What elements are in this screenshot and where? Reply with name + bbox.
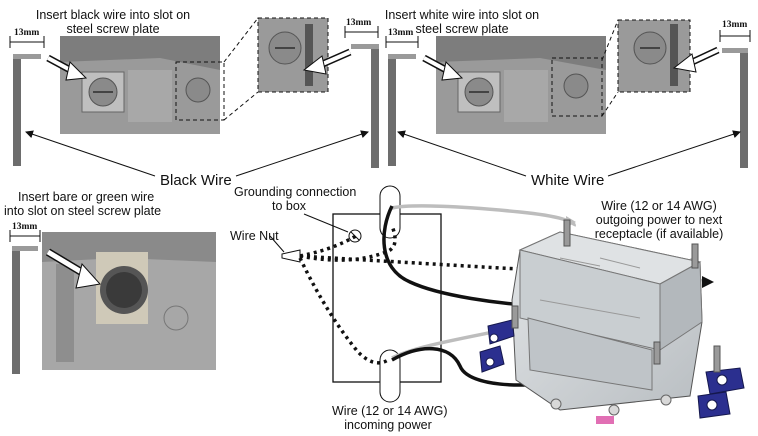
pink-tab <box>596 416 614 424</box>
outgoing-label-line1: Wire (12 or 14 AWG) <box>601 199 717 213</box>
outgoing-label-line3: receptacle (if available) <box>594 227 724 241</box>
white-wire-instruction-line2: steel screw plate <box>415 22 509 36</box>
outgoing-label-line2: outgoing power to next <box>595 213 723 227</box>
black-wire-pointers <box>25 130 369 177</box>
white-wire-pointers <box>397 130 741 177</box>
black-wire-measure-right: 13mm <box>346 18 372 28</box>
ground-wire-measure: 13mm <box>12 222 38 232</box>
white-wire-right-gauge <box>719 30 751 168</box>
wire-nut-label: Wire Nut <box>230 229 279 243</box>
black-wire-right-gauge <box>344 26 379 168</box>
white-wire-measure-right: 13mm <box>722 20 748 30</box>
white-wire-instruction: Insert white wire into slot on steel scr… <box>382 8 542 36</box>
ground-wire-instruction: Insert bare or green wire into slot on s… <box>4 190 180 218</box>
white-wire-terminal-photo <box>436 36 606 134</box>
black-wire-instruction-line1: Insert black wire into slot on <box>35 8 191 22</box>
grounding-leader <box>303 213 349 233</box>
ground-terminal-photo <box>42 232 216 370</box>
ground-wire-instruction-line2: into slot on steel screw plate <box>4 204 162 218</box>
wire-nut-icon <box>269 235 301 263</box>
black-wire-instruction-line2: steel screw plate <box>66 22 160 36</box>
white-wire-label: White Wire <box>531 172 605 189</box>
grounding-label-line2: to box <box>271 199 307 213</box>
white-wire-zoom-arrow <box>672 46 720 73</box>
black-wire-instruction: Insert black wire into slot on steel scr… <box>8 8 218 36</box>
black-wire-terminal-photo <box>60 36 225 134</box>
incoming-power-label: Wire (12 or 14 AWG) incoming power <box>332 404 448 432</box>
grounding-label-line1: Grounding connection <box>234 185 357 199</box>
grounding-connection-label: Grounding connection to box <box>234 185 357 213</box>
ground-wire-instruction-line1: Insert bare or green wire <box>18 190 155 204</box>
white-wire-insert-arrow <box>422 54 464 81</box>
black-wire-label: Black Wire <box>160 172 232 189</box>
incoming-label-line1: Wire (12 or 14 AWG) <box>332 404 448 418</box>
ground-wires <box>298 225 711 365</box>
white-wire-strip-gauge <box>385 36 419 166</box>
black-wire-measure-left: 13mm <box>14 28 40 38</box>
white-wire-instruction-line1: Insert white wire into slot on <box>384 8 540 22</box>
mounting-strap <box>479 319 745 419</box>
black-wire-zoom-callout <box>223 17 329 121</box>
terminal-posts <box>511 219 721 373</box>
incoming-label-line2: incoming power <box>344 418 432 432</box>
receptacle-device <box>511 231 703 411</box>
ground-wire-gauge <box>9 230 41 374</box>
black-wire-zoom-arrow <box>302 48 352 75</box>
white-wire-zoom-callout <box>601 19 691 117</box>
outgoing-ground-arrowhead <box>702 276 714 288</box>
white-wire-measure-left: 13mm <box>388 28 414 38</box>
black-wire-insert-arrow <box>46 54 88 81</box>
black-wire-strip-gauge <box>9 36 45 166</box>
ground-insert-arrow <box>45 248 101 289</box>
terminal-screws <box>550 394 672 416</box>
outgoing-power-label: Wire (12 or 14 AWG) outgoing power to ne… <box>584 199 734 241</box>
